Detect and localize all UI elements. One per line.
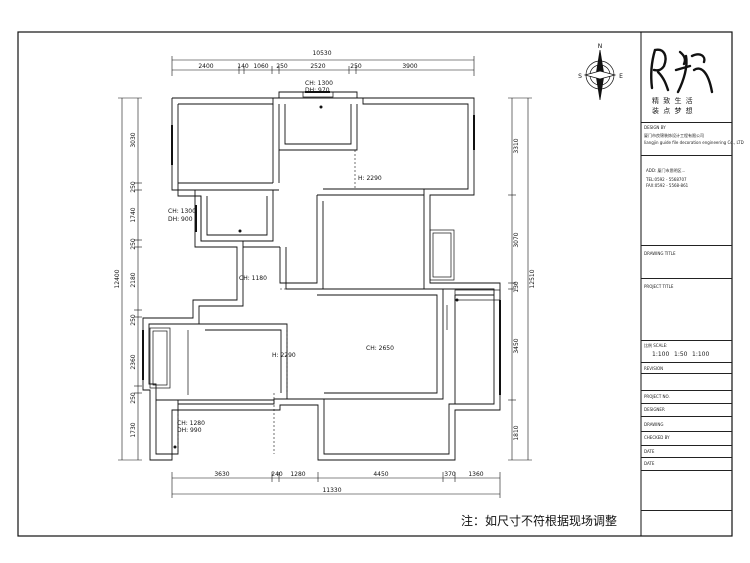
- title-block-row: [641, 457, 732, 458]
- ch-label-midroom: CH: 1300: [168, 208, 196, 215]
- title-block-row: [641, 416, 732, 417]
- site-adjust-note: 注：如尺寸不符根据现场调整: [461, 514, 618, 528]
- scale-label: 比例 SCALE:: [644, 343, 668, 348]
- ceiling-lights: [173, 105, 459, 449]
- right-seg-4: 3450: [513, 338, 520, 353]
- left-seg-2: 250: [130, 181, 137, 193]
- top-seg-7: 3900: [402, 63, 417, 70]
- title-block-row: [641, 155, 732, 156]
- ch-label-living: CH: 2650: [366, 345, 394, 352]
- left-seg-4: 250: [130, 238, 137, 250]
- scale-value-2: 1:50: [674, 351, 688, 358]
- bottom-seg-2: 240: [271, 471, 283, 478]
- design-by-label: DESIGN BY: [644, 125, 666, 130]
- project-no-label: PROJECT NO.: [644, 394, 670, 399]
- brand-motto-line-2: 装 点 梦 想: [652, 107, 694, 115]
- fixtures: [149, 91, 501, 395]
- exterior-walls: [142, 91, 501, 461]
- title-block-row: [641, 362, 732, 363]
- left-dimensions: [118, 97, 142, 461]
- left-seg-8: 250: [130, 392, 137, 404]
- compass-icon: [583, 49, 617, 101]
- scale-value-1: 1:100: [652, 351, 670, 358]
- drawing-title-label: DRAWING TITLE: [644, 251, 676, 256]
- dh-label-lower: DH: 990: [177, 427, 202, 434]
- right-seg-2: 3070: [513, 232, 520, 247]
- company-fax: FAX:0592 - 5568-861: [646, 183, 689, 188]
- left-seg-7: 2360: [130, 354, 137, 369]
- top-seg-3: 1060: [253, 63, 268, 70]
- scale-value-3: 1:100: [692, 351, 710, 358]
- title-block-row: [641, 510, 732, 511]
- bottom-seg-3: 1280: [290, 471, 305, 478]
- title-block-row: [641, 431, 732, 432]
- compass-n: N: [598, 43, 603, 50]
- drawing-by-label: DRAWING: [644, 422, 664, 427]
- left-seg-9: 1730: [130, 422, 137, 437]
- company-name-en: liangjin guide file decoration engineeri…: [644, 140, 744, 145]
- date-label-2: DATE: [644, 461, 655, 466]
- brand-motto-line-1: 精 致 生 活: [652, 97, 694, 105]
- company-address: ADD: 厦门市思明区...: [646, 168, 686, 173]
- date-label: DATE: [644, 449, 655, 454]
- title-block-row: [641, 390, 732, 391]
- ch-label-storage: CH: 1300: [305, 80, 333, 87]
- right-seg-5: 1810: [513, 425, 520, 440]
- top-seg-5: 2520: [310, 63, 325, 70]
- title-block-row: [641, 122, 732, 123]
- top-seg-6: 250: [350, 63, 362, 70]
- company-tel: TEL:0592 - 5568707: [646, 177, 687, 182]
- top-seg-2: 140: [237, 63, 249, 70]
- bottom-total-dim: 11330: [322, 487, 341, 494]
- ch-label-corridor: CH: 1180: [239, 275, 267, 282]
- dh-label-storage: DH: 970: [305, 87, 330, 94]
- compass-e: E: [619, 73, 623, 80]
- designer-label: DESIGNER: [644, 407, 665, 412]
- sheet-border: [17, 31, 733, 537]
- company-name-cn: 厦门市良锦装饰设计工程有限公司: [644, 133, 704, 138]
- bottom-dimensions: [171, 472, 501, 498]
- h-label-top: H: 2290: [358, 175, 382, 182]
- checked-by-label: CHECKED BY: [644, 435, 670, 440]
- h-label-lower: H: 2290: [272, 352, 296, 359]
- right-seg-3: 130: [513, 281, 520, 293]
- ch-label-lower: CH: 1280: [177, 420, 205, 427]
- left-seg-6: 250: [130, 314, 137, 326]
- compass-s: S: [578, 73, 582, 80]
- right-seg-1: 3310: [513, 138, 520, 153]
- bottom-seg-4: 4450: [373, 471, 388, 478]
- title-block-row: [641, 278, 732, 279]
- project-title-label: PROJECT TITLE: [644, 284, 674, 289]
- left-seg-1: 3030: [130, 132, 137, 147]
- bottom-seg-1: 3630: [214, 471, 229, 478]
- dh-label-midroom: DH: 900: [168, 216, 193, 223]
- revision-label: REVISION: [644, 366, 664, 371]
- title-block-row: [641, 373, 732, 374]
- brand-logo-icon: [650, 48, 714, 94]
- left-seg-5: 2180: [130, 272, 137, 287]
- left-seg-3: 1740: [130, 207, 137, 222]
- top-seg-1: 2400: [198, 63, 213, 70]
- title-block-row: [641, 470, 732, 471]
- top-total-dim: 10530: [312, 50, 331, 57]
- right-total-dim: 12510: [529, 269, 536, 288]
- top-seg-4: 250: [276, 63, 288, 70]
- left-total-dim: 12400: [114, 269, 121, 288]
- bottom-seg-5: 370: [444, 471, 456, 478]
- bottom-seg-6: 1360: [468, 471, 483, 478]
- title-block-row: [641, 340, 732, 341]
- dashed-openings: [177, 149, 356, 454]
- title-block-row: [641, 445, 732, 446]
- top-dimensions: [171, 56, 475, 76]
- interior-walls: [142, 91, 501, 404]
- title-block-row: [641, 245, 732, 246]
- right-dimensions: [508, 97, 532, 461]
- title-block-row: [641, 403, 732, 404]
